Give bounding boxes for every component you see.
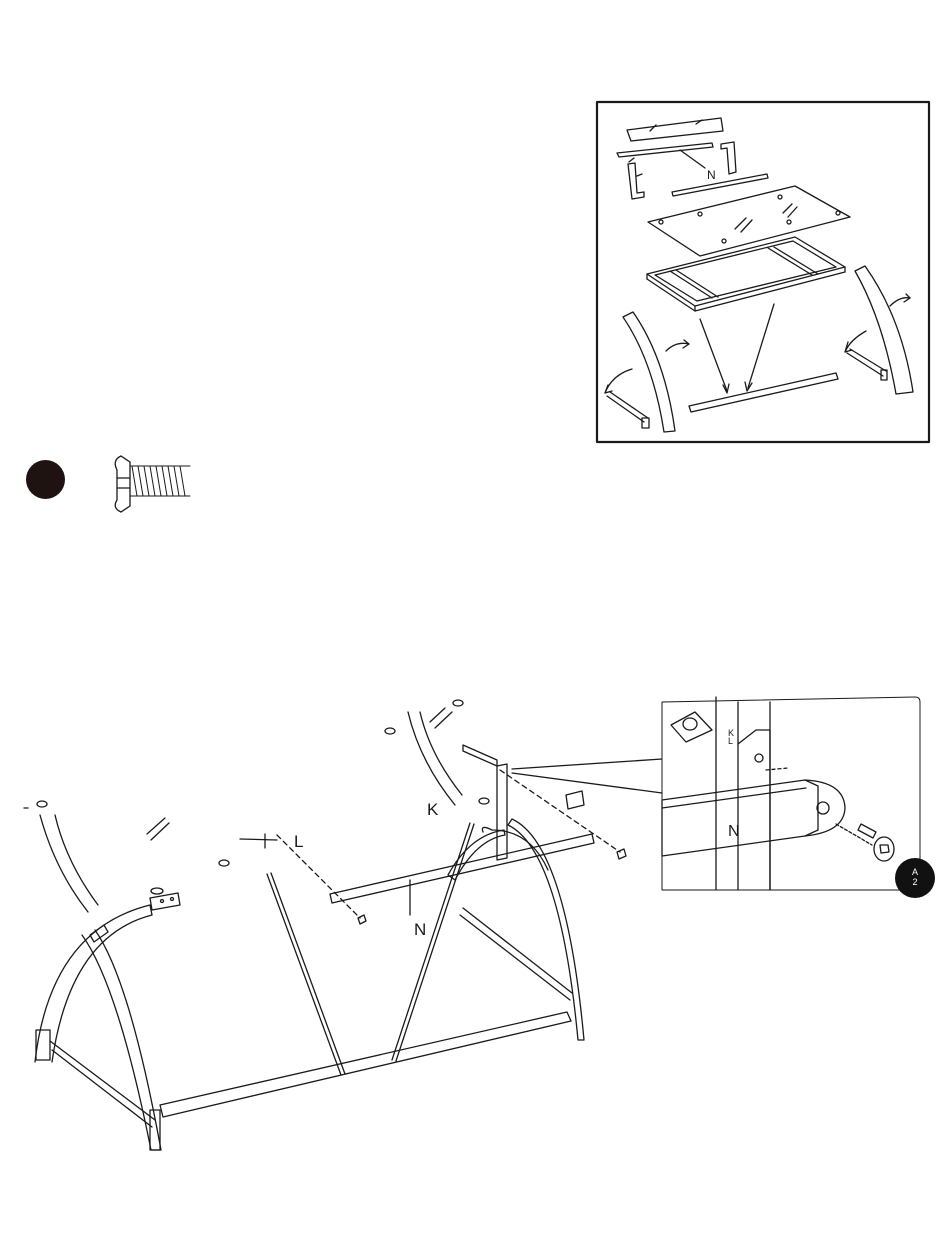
badge-top-text: A	[895, 867, 935, 877]
step-reference-badge: A 2	[895, 858, 935, 898]
main-label-l: L	[294, 832, 303, 851]
detail-label-l: L	[728, 736, 733, 746]
badge-bottom-text: 2	[895, 877, 935, 887]
overview-box	[597, 102, 929, 442]
desk-frame-illustration	[24, 700, 662, 1150]
detail-label-n: N	[728, 823, 740, 840]
allen-bolt-icon	[836, 824, 894, 861]
overview-label-n: N	[707, 168, 716, 182]
screw-icon	[115, 456, 190, 512]
main-label-n: N	[414, 920, 426, 939]
detail-callout	[662, 697, 920, 890]
main-label-k: K	[427, 800, 439, 819]
